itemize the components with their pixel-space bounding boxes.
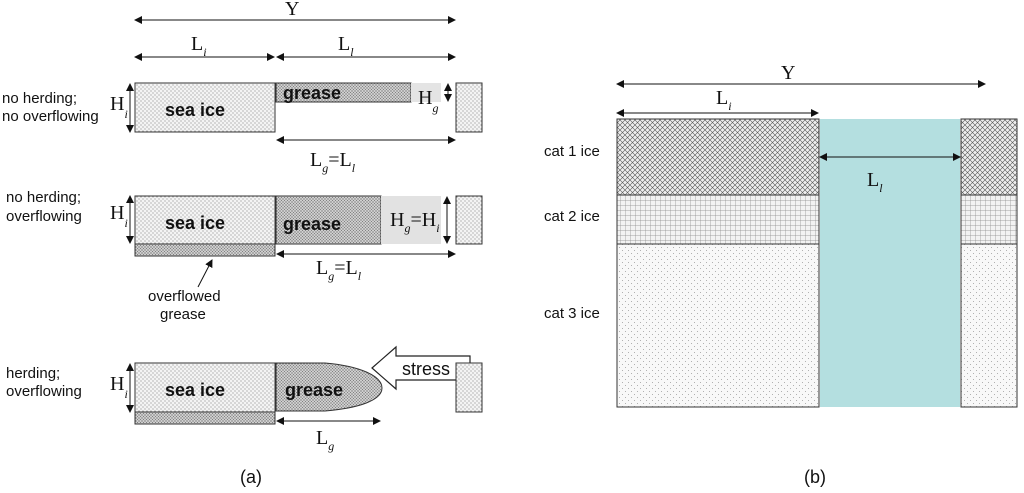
row2-grease-layer bbox=[275, 195, 382, 245]
cat3-ice-left bbox=[616, 243, 820, 408]
row2-right-ice-block bbox=[455, 195, 483, 245]
row1-hg-label: Hg bbox=[418, 87, 438, 115]
row3-lg-label: Lg bbox=[316, 427, 334, 453]
cat2-ice-right bbox=[960, 194, 1018, 245]
row3-overflowed-grease bbox=[134, 411, 276, 425]
row2-lg-eq-label: Lg=Ll bbox=[316, 257, 362, 283]
cat3-ice-right bbox=[960, 243, 1018, 408]
overflowed-grease-label: overflowed grease bbox=[148, 288, 225, 323]
row3-sea-ice-block bbox=[134, 362, 276, 413]
row2-label: no herding; overflowing bbox=[6, 189, 85, 225]
row3-herded-grease bbox=[275, 362, 383, 412]
cat1-ice-left bbox=[616, 118, 820, 196]
overflowed-pointer-arrow bbox=[197, 259, 213, 288]
b-y-label: Y bbox=[781, 62, 795, 84]
row3-h-label: Hi bbox=[110, 373, 128, 401]
panel-b-caption: (b) bbox=[804, 467, 826, 487]
row1-sea-ice-block bbox=[134, 82, 276, 133]
row1-sea-ice-label: sea ice bbox=[165, 100, 225, 120]
row2-grease-fade bbox=[381, 196, 441, 244]
cat2-ice-left bbox=[616, 194, 820, 245]
row3-right-ice-block bbox=[455, 362, 483, 413]
row2-grease-label: grease bbox=[283, 214, 341, 234]
row3-sea-ice-label: sea ice bbox=[165, 380, 225, 400]
row3-label: herding; overflowing bbox=[6, 365, 82, 400]
cat1-label: cat 1 ice bbox=[544, 143, 600, 160]
row1-grease-label: grease bbox=[283, 83, 341, 103]
row2-sea-ice-label: sea ice bbox=[165, 213, 225, 233]
li-label: Li bbox=[191, 33, 207, 59]
row1-right-ice-block bbox=[455, 82, 483, 133]
row1-lg-eq-label: Lg=Ll bbox=[310, 149, 356, 175]
b-ll-label: Ll bbox=[867, 169, 883, 195]
cat1-ice-right bbox=[960, 118, 1018, 196]
row2-overflowed-grease bbox=[134, 243, 276, 257]
panel-a-caption: (a) bbox=[240, 467, 262, 487]
cat3-label: cat 3 ice bbox=[544, 305, 600, 322]
open-water-lead bbox=[820, 119, 960, 407]
row1-h-label: Hi bbox=[110, 93, 128, 121]
cat2-label: cat 2 ice bbox=[544, 208, 600, 225]
row3-grease-label: grease bbox=[285, 380, 343, 400]
ll-label: Ll bbox=[338, 33, 354, 59]
row1-label: no herding; no overflowing bbox=[2, 90, 99, 125]
panel-b: Y Li Ll cat 1 ice cat 2 ice cat 3 ice (b… bbox=[544, 62, 1018, 487]
row2-h-label: Hi bbox=[110, 202, 128, 230]
row1-grease-fade bbox=[411, 83, 441, 102]
y-label: Y bbox=[285, 0, 299, 20]
stress-label: stress bbox=[402, 359, 450, 379]
row2-sea-ice-block bbox=[134, 195, 276, 245]
b-li-label: Li bbox=[716, 87, 732, 113]
panel-a: Y Li Ll no herding; no overflowing Hi se… bbox=[2, 0, 483, 487]
row2-hg-hi-label: Hg=Hi bbox=[390, 209, 440, 235]
